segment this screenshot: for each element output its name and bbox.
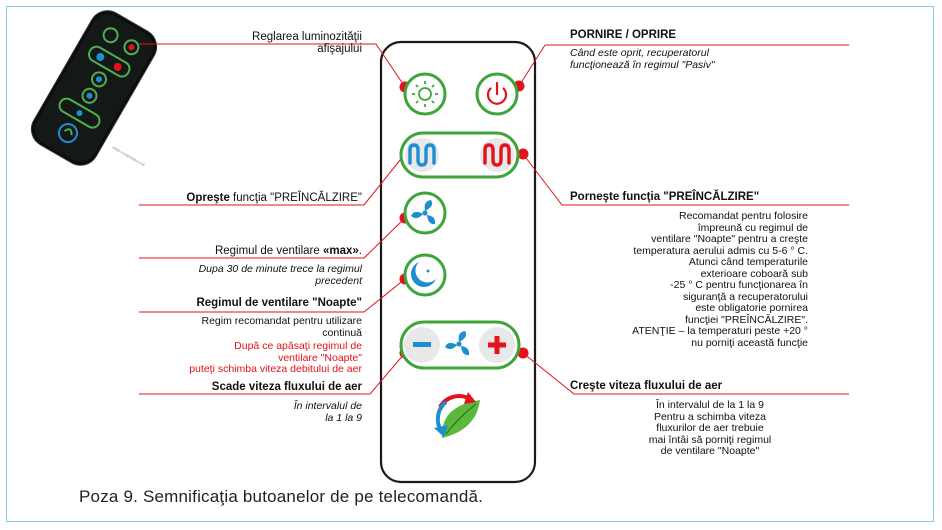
leaf-icon xyxy=(441,400,480,438)
power-icon xyxy=(486,81,508,105)
decrease-speed-title: Scade viteza fluxului de aer xyxy=(211,381,362,393)
remote-photo-url: www.recuperator.md xyxy=(112,145,146,168)
heater-blue-icon xyxy=(408,143,436,167)
preheat-on-desc-line: siguranţă a recuperatorului xyxy=(683,290,808,303)
power-button[interactable] xyxy=(475,72,519,116)
decrease-speed-button[interactable] xyxy=(404,327,440,363)
preheat-on-desc-line: Atunci când temperaturile xyxy=(688,256,808,268)
increase-speed-desc-line: mai întâi să porniţi regimul xyxy=(648,433,772,446)
sun-icon xyxy=(412,81,438,107)
moon-fan-icon xyxy=(411,262,436,287)
preheat-on-title: Porneşte funcţia "PREÎNCĂLZIRE" xyxy=(570,191,760,203)
night-ventilation-desc: Regim recomandat pentru utilizare contin… xyxy=(201,315,363,339)
preheat-on-button[interactable] xyxy=(480,138,514,172)
preheat-off-button[interactable] xyxy=(405,138,439,172)
preheat-on-desc-line: împreună cu regimul de xyxy=(697,221,808,234)
figure-frame xyxy=(6,6,934,522)
decrease-speed-desc: În intervalul de la 1 la 9 xyxy=(293,400,362,424)
brightness-label: Reglarea luminozităţii afişajului xyxy=(252,31,362,55)
preheat-on-desc-line: funcţiei "PREÎNCĂLZIRE". xyxy=(685,313,808,326)
night-ventilation-title: Regimul de ventilare "Noapte" xyxy=(196,297,362,309)
brightness-button[interactable] xyxy=(403,72,447,116)
night-ventilation-note: După ce apăsaţi regimul de ventilare "No… xyxy=(189,340,362,375)
increase-speed-title: Creşte viteza fluxului de aer xyxy=(570,380,723,392)
minus-icon xyxy=(413,342,431,347)
night-ventilation-button[interactable] xyxy=(403,253,447,297)
max-ventilation-desc: Dupa 30 de minute trece la regimul prece… xyxy=(198,263,362,287)
fan-icon xyxy=(411,200,436,225)
preheat-on-desc-line: exterioare coboară sub xyxy=(700,267,808,280)
preheat-on-desc-line: ATENŢIE – la temperaturi peste +20 ° xyxy=(632,325,808,337)
max-ventilation-label: Regimul de ventilare «max». xyxy=(214,245,362,257)
preheat-on-desc-line: Recomandat pentru folosire xyxy=(679,210,808,222)
recuperator-logo xyxy=(434,392,480,438)
preheat-on-desc-line: -25 ° C pentru funcţionarea în xyxy=(670,279,808,291)
preheat-on-desc-line: ventilare "Noapte" pentru a creşte xyxy=(651,233,808,245)
leader-lines xyxy=(139,43,849,395)
remote-photo xyxy=(30,10,158,166)
power-title: PORNIRE / OPRIRE xyxy=(570,29,677,41)
preheat-on-desc-line: nu porniţi această funcţie xyxy=(691,336,808,349)
heater-red-icon xyxy=(483,143,511,167)
figure-caption: Poza 9. Semnificaţia butoanelor de pe te… xyxy=(79,487,484,506)
increase-speed-desc-line: de ventilare "Noapte" xyxy=(660,445,760,457)
preheat-on-desc-line: este obligatorie pornirea xyxy=(695,302,808,314)
increase-speed-button[interactable] xyxy=(479,327,515,363)
preheat-on-desc-line: temperatura aerului admis cu 5-6 ° C. xyxy=(633,244,808,257)
speed-fan-icon xyxy=(445,331,470,356)
power-desc: Când este oprit, recuperatorul funcţione… xyxy=(570,47,715,71)
increase-speed-desc-line: În intervalul de la 1 la 9 xyxy=(656,399,764,411)
preheat-off-bold: Opreşte xyxy=(186,192,230,204)
max-ventilation-button[interactable] xyxy=(403,191,447,235)
preheat-off-label: Opreşte funcţia "PREÎNCĂLZIRE" xyxy=(186,192,362,204)
increase-speed-desc-line: fluxurilor de aer trebuie xyxy=(656,422,764,434)
plus-icon xyxy=(488,336,506,354)
increase-speed-desc-line: Pentru a schimba viteza xyxy=(653,410,767,423)
